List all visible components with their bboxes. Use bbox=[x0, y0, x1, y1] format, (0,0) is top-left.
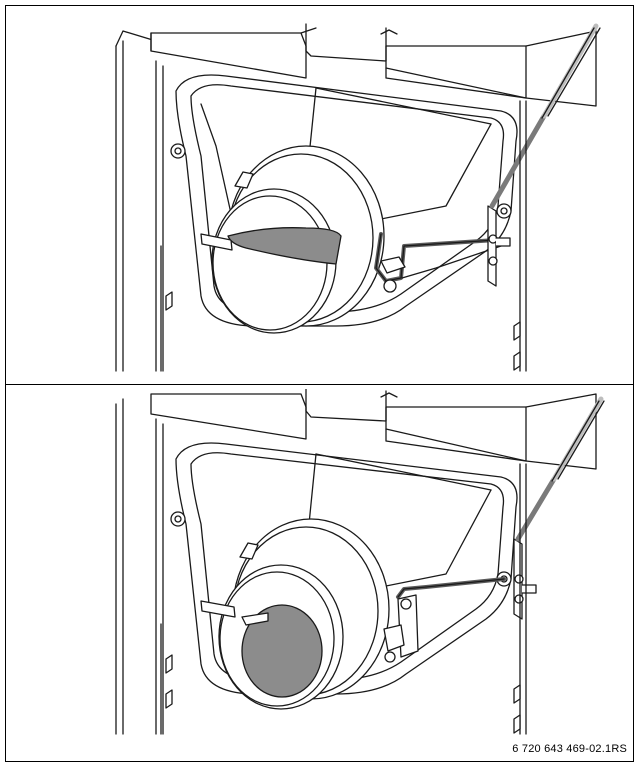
boiler-illustration-top bbox=[115, 23, 601, 372]
damper-linkage bbox=[374, 232, 502, 293]
cabinet-left-side bbox=[115, 398, 173, 735]
mounting-bolts bbox=[170, 143, 512, 219]
cabinet-right-side bbox=[513, 100, 527, 372]
damper-plate-vertical bbox=[241, 604, 323, 698]
top-cover-panels bbox=[150, 23, 597, 107]
figure-frame: 6 720 643 469-02.1RS bbox=[5, 5, 634, 762]
panel-bottom-damper-open bbox=[6, 389, 633, 741]
damper-plate-horizontal bbox=[227, 227, 342, 265]
top-cover-panels bbox=[150, 389, 597, 470]
cabinet-left-side bbox=[115, 30, 173, 372]
figure-caption: 6 720 643 469-02.1RS bbox=[512, 743, 627, 755]
damper-linkage bbox=[383, 577, 506, 663]
adjustment-rod bbox=[487, 23, 601, 287]
adjustment-rod bbox=[513, 396, 605, 620]
panel-top-damper-closed bbox=[6, 6, 633, 383]
cabinet-right-side bbox=[513, 463, 527, 735]
panel-divider bbox=[6, 384, 633, 385]
boiler-illustration-bottom bbox=[115, 389, 605, 735]
